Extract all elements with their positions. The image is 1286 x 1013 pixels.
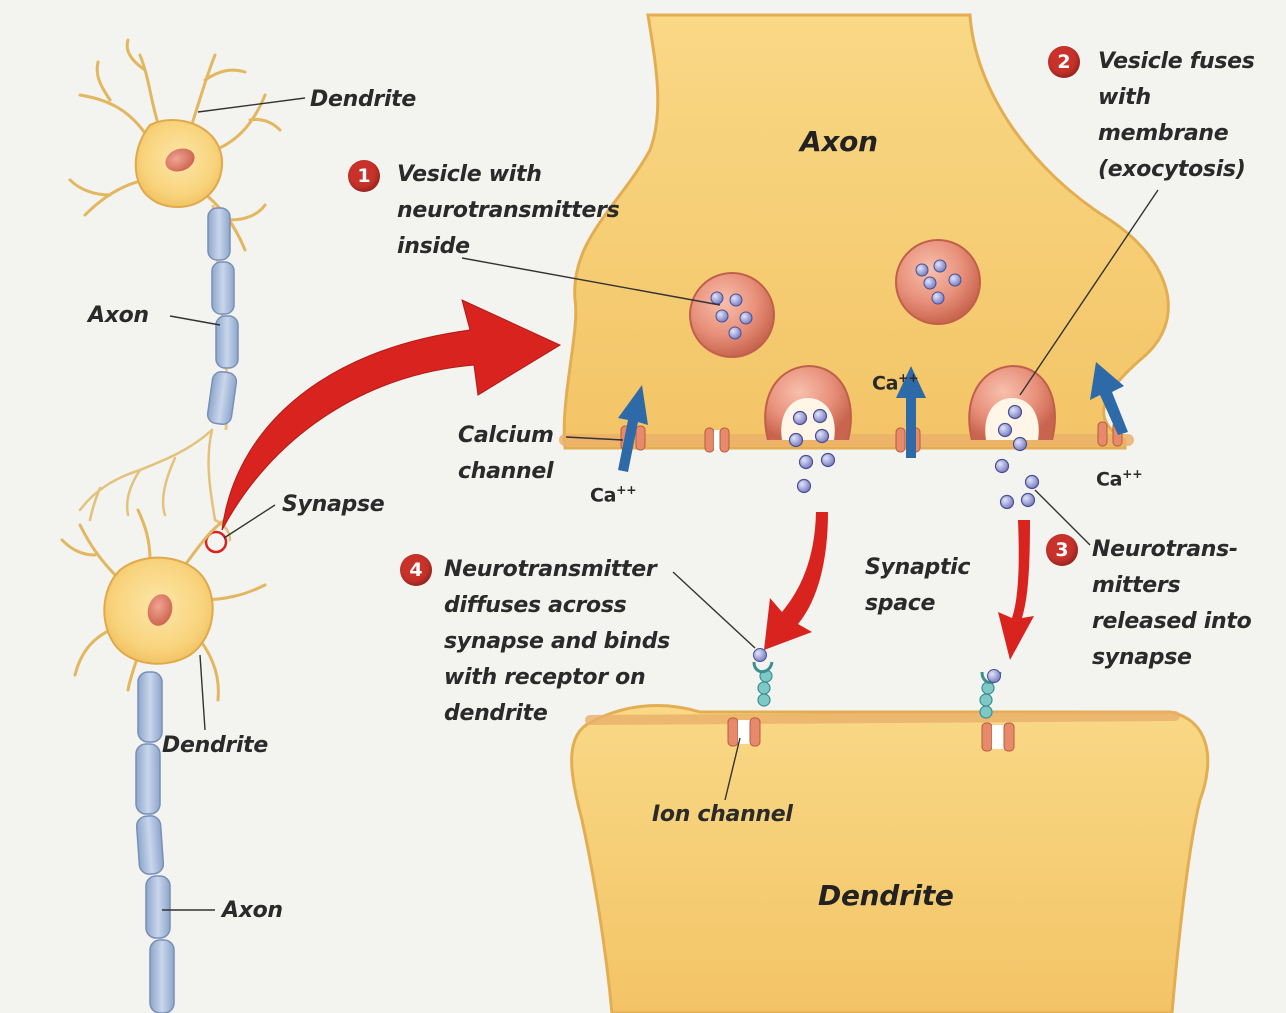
ion-channel-right xyxy=(980,670,1014,752)
zoom-arrow xyxy=(222,300,560,530)
step-3-text: Neurotrans- mitters released into synaps… xyxy=(1092,532,1251,676)
vesicle-2 xyxy=(896,240,980,324)
label-ca-right: Ca++ xyxy=(1096,462,1142,491)
dendrite-postsynaptic xyxy=(572,706,1208,1013)
label-dendrite-top: Dendrite xyxy=(310,82,416,118)
step-4-text: Neurotransmitter diffuses across synapse… xyxy=(444,552,670,732)
label-synapse: Synapse xyxy=(282,487,384,523)
neuron-top xyxy=(70,40,280,250)
label-synaptic-space: Synaptic space xyxy=(865,550,970,622)
step-1-text: Vesicle with neurotransmitters inside xyxy=(397,157,619,265)
axon-top-myelin xyxy=(206,205,238,430)
label-ca-mid: Ca++ xyxy=(872,366,918,395)
label-axon-left-bottom: Axon xyxy=(222,893,283,929)
step-4-badge: 4 xyxy=(400,554,432,586)
neuron-bottom xyxy=(62,510,265,700)
label-dendrite-mid: Dendrite xyxy=(162,728,268,764)
axon-bottom-myelin xyxy=(136,672,174,1013)
vesicle-1 xyxy=(690,273,774,357)
label-ion-channel: Ion channel xyxy=(652,797,793,833)
step-3-badge: 3 xyxy=(1046,534,1078,566)
step-2-text: Vesicle fuses with membrane (exocytosis) xyxy=(1098,44,1255,188)
label-calcium-channel: Calcium channel xyxy=(458,418,554,490)
axon-terminal xyxy=(564,15,1168,448)
label-dendrite-main: Dendrite xyxy=(818,878,954,914)
label-ca-left: Ca++ xyxy=(590,478,636,507)
postsynaptic-membrane xyxy=(590,716,1175,720)
label-axon-left-top: Axon xyxy=(88,298,149,334)
label-axon-main: Axon xyxy=(800,124,878,160)
step-1-badge: 1 xyxy=(348,160,380,192)
step-2-badge: 2 xyxy=(1048,46,1080,78)
axon-terminal-branches xyxy=(80,430,230,540)
